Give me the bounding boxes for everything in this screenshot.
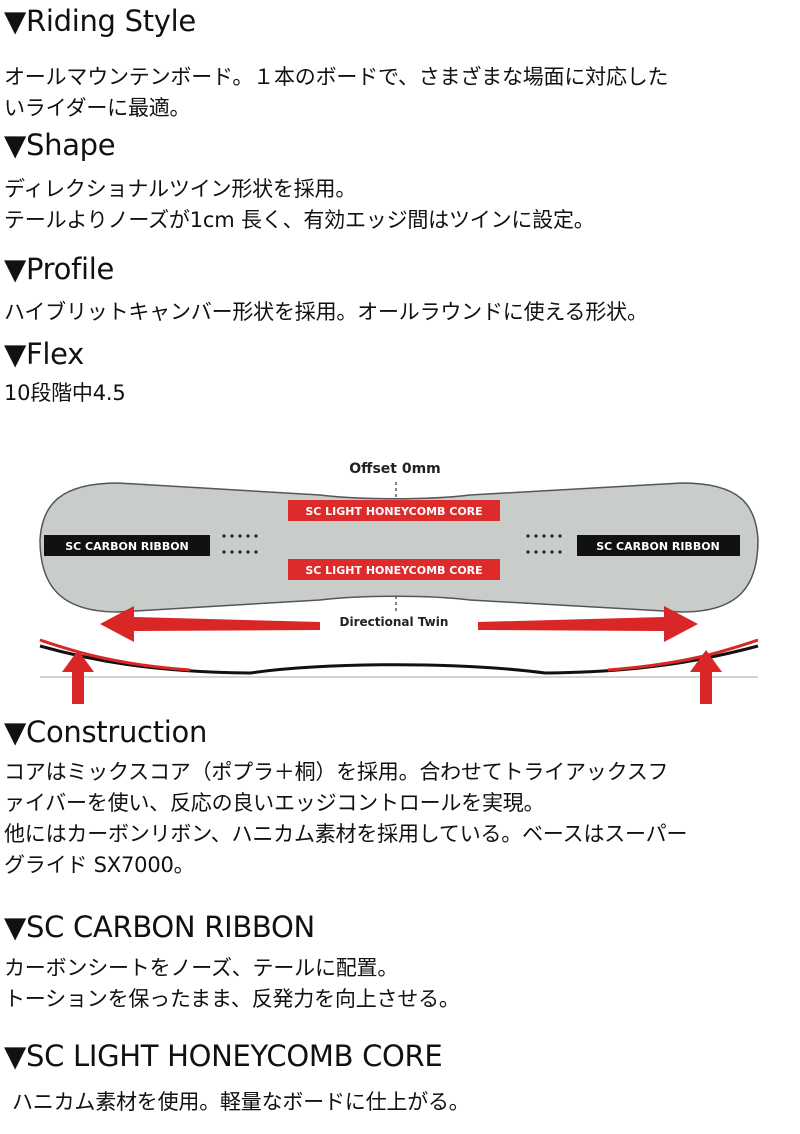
profile-black — [39, 644, 759, 675]
riding-style-text: オールマウンテンボード。１本のボードで、さまざまな場面に対応した いライダーに最… — [4, 62, 669, 124]
profile-red-right — [607, 638, 759, 672]
heading-construction: ▼Construction — [4, 715, 208, 749]
text-line: コアはミックスコア（ポプラ＋桐）を採用。合わせてトライアックスフ — [4, 760, 669, 784]
offset-label: Offset 0mm — [349, 461, 441, 477]
honeycomb-label-bottom: SC LIGHT HONEYCOMB CORE — [305, 564, 482, 577]
honeycomb-label-top: SC LIGHT HONEYCOMB CORE — [305, 505, 482, 518]
profile-red-left — [39, 638, 191, 672]
carbon-label-right-box — [577, 535, 740, 556]
text-line: ハニカム素材を使用。軽量なボードに仕上がる。 — [12, 1090, 470, 1114]
shape-text: ディレクショナルツイン形状を採用。 テールよりノーズが1cm 長く、有効エッジ間… — [4, 174, 595, 236]
heading-sc-light-honeycomb-core: ▼SC LIGHT HONEYCOMB CORE — [4, 1039, 443, 1073]
heading-profile: ▼Profile — [4, 252, 115, 286]
arrow-up-right — [690, 650, 722, 704]
text-line: グライド SX7000。 — [4, 853, 195, 877]
directional-label: Directional Twin — [340, 615, 449, 629]
carbon-label-left-box — [44, 535, 210, 556]
carbon-label-right: SC CARBON RIBBON — [596, 540, 720, 553]
flex-text: 10段階中4.5 — [4, 378, 126, 409]
heading-sc-carbon-ribbon: ▼SC CARBON RIBBON — [4, 910, 315, 944]
text-line: ディレクショナルツイン形状を採用。 — [4, 177, 357, 201]
carbon-label-left: SC CARBON RIBBON — [65, 540, 189, 553]
insert-holes-right — [526, 534, 562, 554]
text-line: オールマウンテンボード。１本のボードで、さまざまな場面に対応した — [4, 65, 669, 89]
construction-text: コアはミックスコア（ポプラ＋桐）を採用。合わせてトライアックスフ ァイバーを使い… — [4, 757, 687, 881]
text-line: カーボンシートをノーズ、テールに配置。 — [4, 956, 399, 980]
text-line: 他にはカーボンリボン、ハニカム素材を採用している。ベースはスーパー — [4, 822, 688, 846]
honeycomb-label-bottom-box — [288, 559, 500, 580]
board-diagram: Offset 0mm SC LIGHT HONEYCOMB CORE SC LI… — [39, 461, 759, 704]
insert-holes-left — [222, 534, 258, 554]
snowboard-outline — [39, 482, 759, 613]
heading-riding-style: ▼Riding Style — [4, 4, 196, 38]
honeycomb-label-top-box — [288, 500, 500, 521]
arrow-right — [478, 606, 698, 642]
heading-shape: ▼Shape — [4, 128, 116, 162]
arrow-left — [100, 606, 320, 642]
heading-flex: ▼Flex — [4, 337, 85, 371]
arrow-up-left — [62, 650, 94, 704]
text-line: ァイバーを使い、反応の良いエッジコントロールを実現。 — [4, 791, 545, 815]
text-line: いライダーに最適。 — [4, 96, 191, 120]
text-line: トーションを保ったまま、反発力を向上させる。 — [4, 987, 460, 1011]
profile-text: ハイブリットキャンバー形状を採用。オールラウンドに使える形状。 — [4, 297, 648, 328]
text-line: テールよりノーズが1cm 長く、有効エッジ間はツインに設定。 — [4, 208, 595, 232]
text-line: 10段階中4.5 — [4, 381, 126, 405]
sc-carbon-ribbon-text: カーボンシートをノーズ、テールに配置。 トーションを保ったまま、反発力を向上させ… — [4, 953, 460, 1015]
text-line: ハイブリットキャンバー形状を採用。オールラウンドに使える形状。 — [4, 300, 648, 324]
sc-light-honeycomb-core-text: ハニカム素材を使用。軽量なボードに仕上がる。 — [12, 1087, 470, 1118]
